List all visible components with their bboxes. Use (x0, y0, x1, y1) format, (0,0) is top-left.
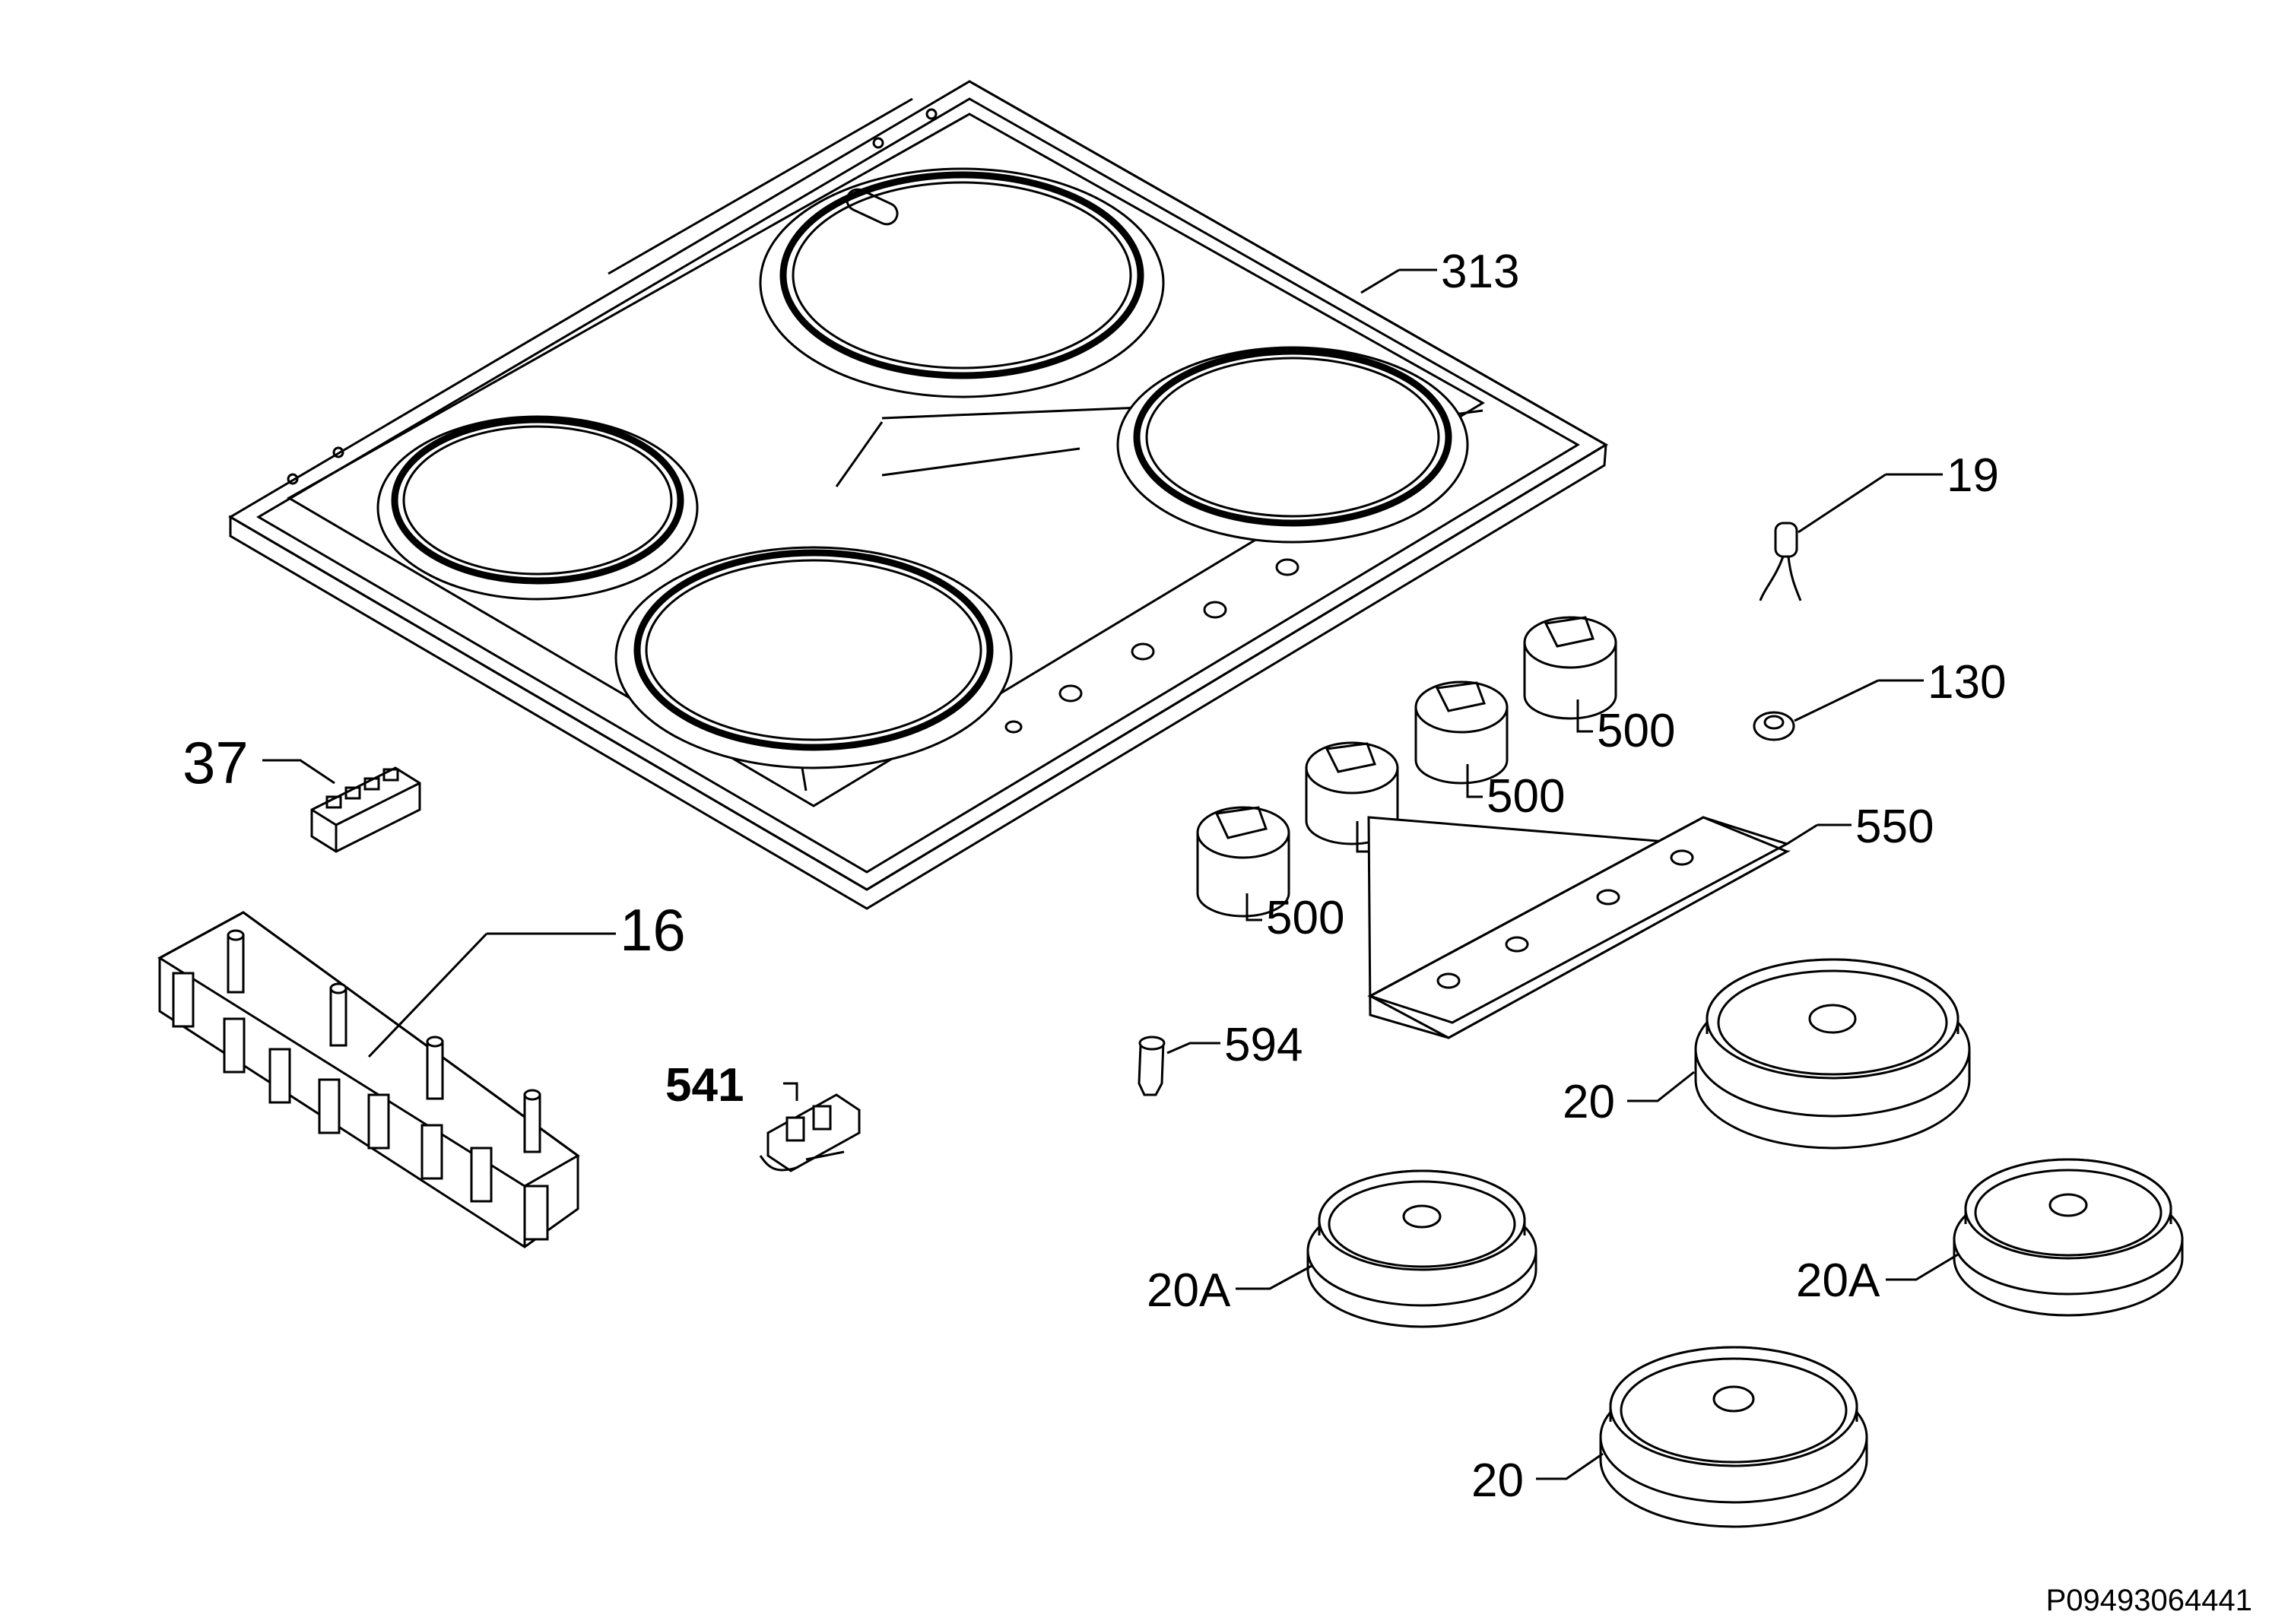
callout-550: 550 (1855, 801, 1934, 853)
thermostat-541 (759, 1093, 861, 1172)
control-panel-550 (1367, 816, 1791, 1039)
callout-313: 313 (1441, 246, 1519, 298)
lamp-holder-594 (1138, 1036, 1166, 1096)
callout-500-3: 500 (1487, 770, 1565, 823)
callout-16: 16 (620, 896, 686, 963)
callout-19: 19 (1947, 449, 1999, 502)
hob-ring-right (1116, 346, 1469, 544)
callout-20-right: 20 (1563, 1076, 1615, 1128)
callout-594: 594 (1224, 1019, 1303, 1071)
hob-ring-bottom (614, 546, 1013, 769)
callout-130: 130 (1928, 656, 2006, 709)
callout-20A-left: 20A (1147, 1264, 1231, 1317)
knob-500-3 (1414, 680, 1509, 785)
hotplate-20-right (1694, 958, 1971, 1150)
callout-37: 37 (182, 729, 249, 796)
hob-ring-top (759, 167, 1165, 398)
leader-313 (1360, 268, 1400, 294)
indicator-lamp-19 (1759, 522, 1802, 601)
switch-block-16 (157, 911, 580, 1248)
callout-20-bottom: 20 (1471, 1454, 1524, 1507)
drawing-code: P09493064441 (2046, 1584, 2252, 1617)
hotplate-20-bottom (1599, 1346, 1868, 1528)
hob-ring-left (376, 415, 699, 601)
callout-20A-right: 20A (1796, 1254, 1880, 1307)
callout-500-1: 500 (1266, 892, 1344, 944)
hotplate-20A-left (1306, 1169, 1537, 1328)
callout-541: 541 (665, 1059, 744, 1112)
knob-500-4 (1523, 616, 1617, 720)
nut-130 (1753, 711, 1795, 741)
knob-500-1 (1196, 806, 1290, 918)
callout-500-4: 500 (1597, 705, 1675, 757)
terminal-block-37 (310, 766, 421, 853)
hob-top-313 (228, 80, 1608, 910)
hotplate-20A-right (1953, 1158, 2184, 1317)
